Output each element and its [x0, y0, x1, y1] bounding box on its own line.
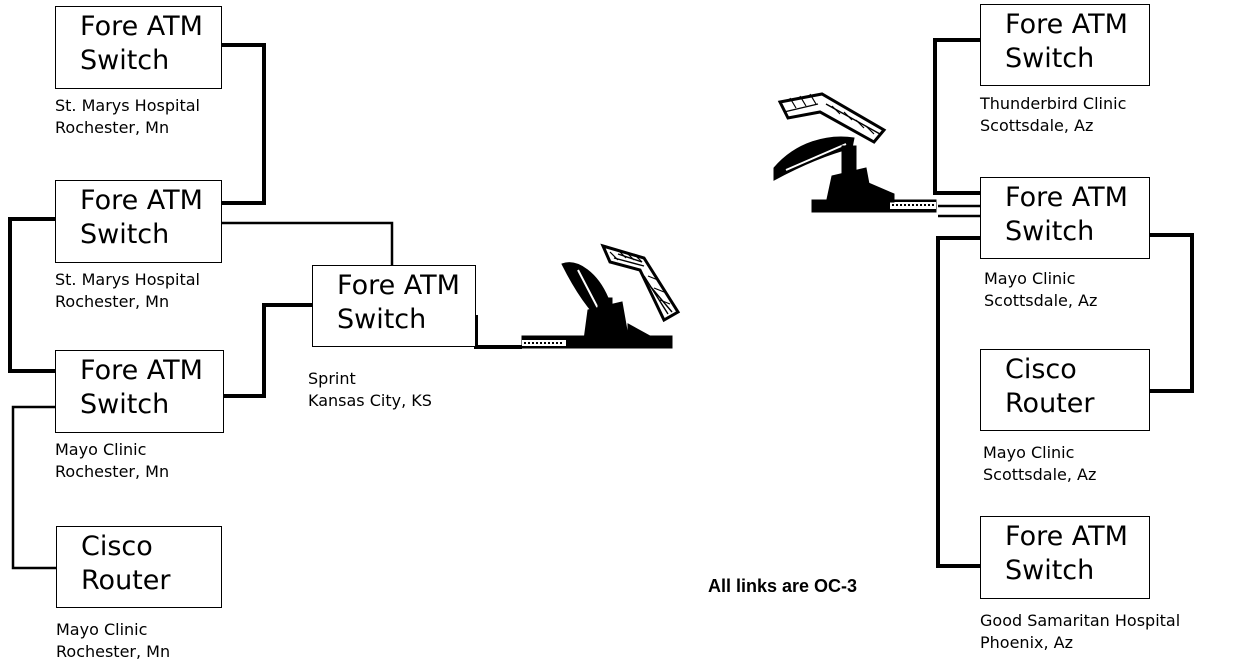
satellite-dish-icon: [773, 92, 937, 213]
node-label-line2: Switch: [1005, 216, 1095, 247]
link-sprint-dish: [474, 315, 522, 349]
caption-site: Mayo Clinic: [56, 620, 148, 639]
caption-city: Rochester, Mn: [56, 642, 171, 661]
caption-city: Kansas City, KS: [308, 391, 432, 410]
link-mayoaz-routeraz: [1150, 233, 1194, 393]
atm-switch-st-marys-1: Fore ATM Switch: [55, 6, 222, 89]
caption-city: Scottsdale, Az: [984, 291, 1098, 310]
caption-thunderbird: Thunderbird Clinic Scottsdale, Az: [980, 93, 1126, 137]
node-label-line2: Switch: [80, 389, 170, 420]
caption-mayo-rochester: Mayo Clinic Rochester, Mn: [55, 439, 169, 483]
caption-site: Mayo Clinic: [983, 443, 1075, 462]
atm-switch-mayo-rochester: Fore ATM Switch: [55, 350, 224, 433]
caption-site: Thunderbird Clinic: [980, 94, 1127, 113]
node-label-line2: Switch: [80, 219, 170, 250]
link-node0-node1: [222, 43, 266, 205]
caption-router-rochester: Mayo Clinic Rochester, Mn: [56, 619, 170, 663]
node-label-line1: Cisco: [1005, 354, 1077, 385]
link-node2-sprint: [224, 303, 312, 398]
node-label-line2: Router: [81, 565, 171, 596]
links-note: All links are OC-3: [708, 576, 858, 596]
caption-city: Scottsdale, Az: [983, 465, 1097, 484]
atm-switch-good-samaritan: Fore ATM Switch: [980, 516, 1150, 599]
caption-st-marys-1: St. Marys Hospital Rochester, Mn: [55, 95, 200, 139]
link-node1-node2: [8, 217, 55, 373]
atm-switch-st-marys-2: Fore ATM Switch: [55, 180, 222, 263]
link-mayoaz-goodsam: [936, 236, 980, 568]
node-label-line2: Switch: [1005, 43, 1095, 74]
cisco-router-scottsdale: Cisco Router: [980, 349, 1150, 431]
caption-site: St. Marys Hospital: [55, 96, 200, 115]
caption-router-scottsdale: Mayo Clinic Scottsdale, Az: [983, 442, 1096, 486]
caption-city: Scottsdale, Az: [980, 116, 1094, 135]
node-label-line1: Fore ATM: [1005, 182, 1128, 213]
atm-switch-mayo-scottsdale: Fore ATM Switch: [980, 177, 1150, 259]
caption-mayo-scottsdale: Mayo Clinic Scottsdale, Az: [984, 268, 1097, 312]
caption-good-samaritan: Good Samaritan Hospital Phoenix, Az: [980, 610, 1180, 654]
caption-site: Sprint: [308, 369, 356, 388]
caption-city: Rochester, Mn: [55, 118, 170, 137]
link-thunderbird-mayoaz: [933, 38, 980, 195]
node-label-line1: Fore ATM: [1005, 9, 1128, 40]
caption-city: Phoenix, Az: [980, 633, 1073, 652]
caption-sprint: Sprint Kansas City, KS: [308, 368, 432, 412]
caption-city: Rochester, Mn: [55, 292, 170, 311]
caption-st-marys-2: St. Marys Hospital Rochester, Mn: [55, 269, 200, 313]
atm-switch-thunderbird: Fore ATM Switch: [980, 4, 1150, 86]
node-label-line2: Switch: [80, 45, 170, 76]
caption-site: Mayo Clinic: [55, 440, 147, 459]
node-label-line1: Fore ATM: [80, 11, 203, 42]
satellite-dish-icon: [521, 243, 681, 349]
node-label-line2: Switch: [337, 304, 427, 335]
atm-switch-sprint: Fore ATM Switch: [312, 265, 476, 347]
node-label-line1: Fore ATM: [80, 355, 203, 386]
caption-city: Rochester, Mn: [55, 462, 170, 481]
node-label-line2: Switch: [1005, 555, 1095, 586]
link-node1-sprint: [222, 221, 394, 265]
cisco-router-rochester: Cisco Router: [56, 526, 222, 608]
node-label-line1: Fore ATM: [1005, 521, 1128, 552]
caption-site: Mayo Clinic: [984, 269, 1076, 288]
node-label-line1: Fore ATM: [80, 185, 203, 216]
node-label-line1: Fore ATM: [337, 270, 460, 301]
caption-site: St. Marys Hospital: [55, 270, 200, 289]
node-label-line1: Cisco: [81, 531, 153, 562]
caption-site: Good Samaritan Hospital: [980, 611, 1181, 630]
node-label-line2: Router: [1005, 388, 1095, 419]
link-node2-router: [11, 405, 56, 570]
